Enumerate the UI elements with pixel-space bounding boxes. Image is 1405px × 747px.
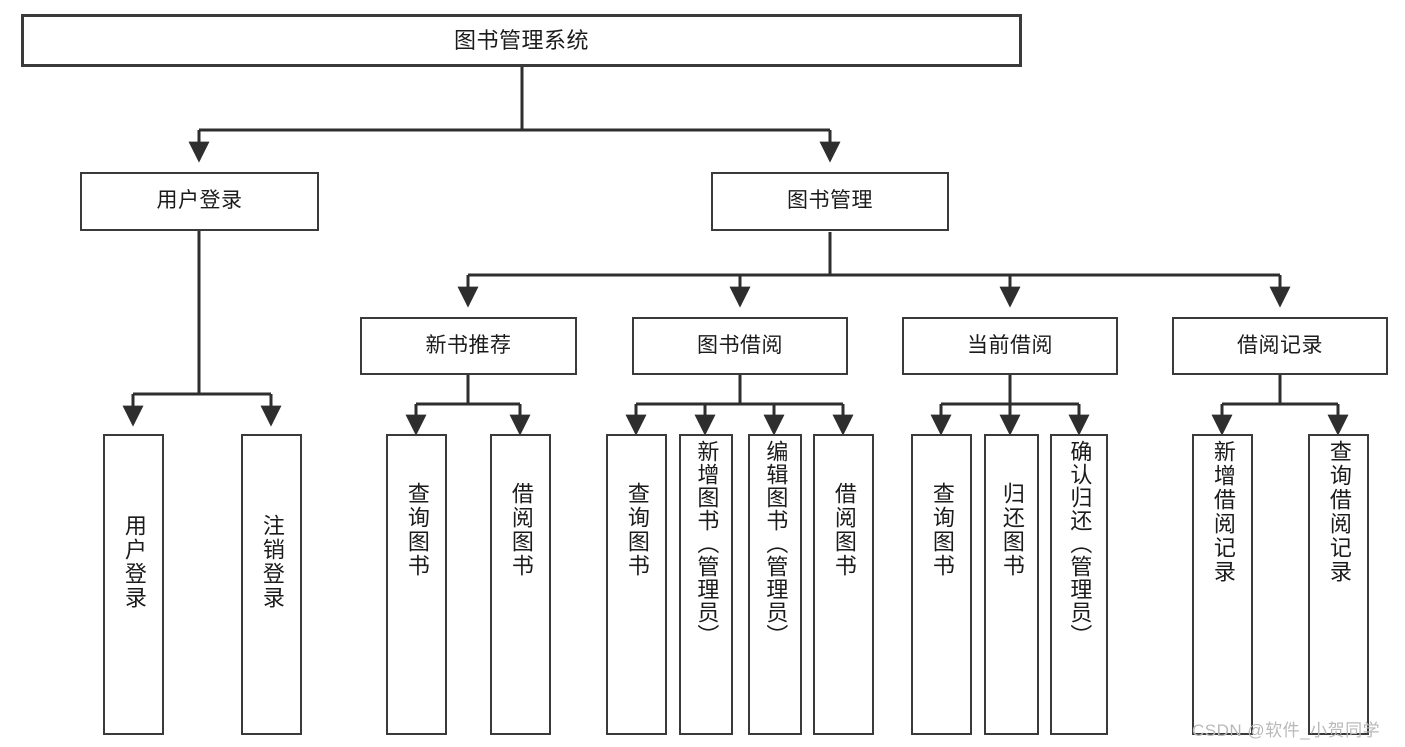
node-book-borrow[interactable]: 图书借阅 — [632, 317, 848, 375]
node-leaf-user-login-label: 用户登录 — [121, 514, 147, 610]
node-current-borrow-label: 当前借阅 — [967, 333, 1053, 357]
node-borrow-record-label: 借阅记录 — [1237, 333, 1323, 357]
node-root-book-management-system[interactable]: 图书管理系统 — [21, 14, 1022, 67]
node-user-login[interactable]: 用户登录 — [80, 172, 319, 231]
node-leaf-return-book-label: 归还图书 — [999, 482, 1025, 578]
node-leaf-add-book-admin[interactable]: 新增图书（管理员） — [679, 434, 733, 735]
node-user-login-label: 用户登录 — [156, 189, 243, 213]
node-leaf-borrow-books-recommend[interactable]: 借阅图书 — [490, 434, 551, 735]
node-leaf-query-books-recommend[interactable]: 查询图书 — [386, 434, 447, 735]
node-leaf-add-borrow-record-label: 新增借阅记录 — [1210, 440, 1236, 584]
node-leaf-query-books-recommend-label: 查询图书 — [404, 482, 430, 578]
node-new-book-recommend[interactable]: 新书推荐 — [360, 317, 577, 375]
node-leaf-edit-book-admin[interactable]: 编辑图书（管理员） — [748, 434, 802, 735]
node-book-borrow-label: 图书借阅 — [697, 333, 783, 357]
node-leaf-return-book[interactable]: 归还图书 — [984, 434, 1039, 735]
node-book-management-label: 图书管理 — [787, 189, 873, 213]
node-leaf-edit-book-admin-label: 编辑图书（管理员） — [763, 440, 789, 647]
node-root-label: 图书管理系统 — [453, 27, 589, 53]
node-leaf-confirm-return-admin-label: 确认归还（管理员） — [1067, 440, 1093, 647]
node-leaf-borrow-books-recommend-label: 借阅图书 — [508, 482, 534, 578]
node-leaf-confirm-return-admin[interactable]: 确认归还（管理员） — [1050, 434, 1108, 735]
node-leaf-logout-login-label: 注销登录 — [259, 514, 285, 610]
csdn-watermark: CSDN @软件_小贺同学 — [1192, 721, 1381, 740]
node-leaf-user-login[interactable]: 用户登录 — [103, 434, 164, 735]
node-leaf-query-books-borrow-label: 查询图书 — [624, 482, 650, 578]
node-current-borrow[interactable]: 当前借阅 — [902, 317, 1118, 375]
node-leaf-query-borrow-record[interactable]: 查询借阅记录 — [1308, 434, 1369, 735]
node-leaf-borrow-books-borrow[interactable]: 借阅图书 — [813, 434, 874, 735]
node-leaf-borrow-books-borrow-label: 借阅图书 — [831, 482, 857, 578]
node-book-management[interactable]: 图书管理 — [711, 172, 949, 231]
node-borrow-record[interactable]: 借阅记录 — [1172, 317, 1388, 375]
node-leaf-logout-login[interactable]: 注销登录 — [241, 434, 302, 735]
node-leaf-query-books-current-label: 查询图书 — [929, 482, 955, 578]
node-leaf-add-book-admin-label: 新增图书（管理员） — [694, 440, 720, 647]
node-new-book-recommend-label: 新书推荐 — [425, 333, 512, 357]
node-leaf-query-borrow-record-label: 查询借阅记录 — [1326, 440, 1352, 584]
node-leaf-query-books-borrow[interactable]: 查询图书 — [606, 434, 667, 735]
node-leaf-add-borrow-record[interactable]: 新增借阅记录 — [1192, 434, 1253, 735]
node-leaf-query-books-current[interactable]: 查询图书 — [911, 434, 972, 735]
